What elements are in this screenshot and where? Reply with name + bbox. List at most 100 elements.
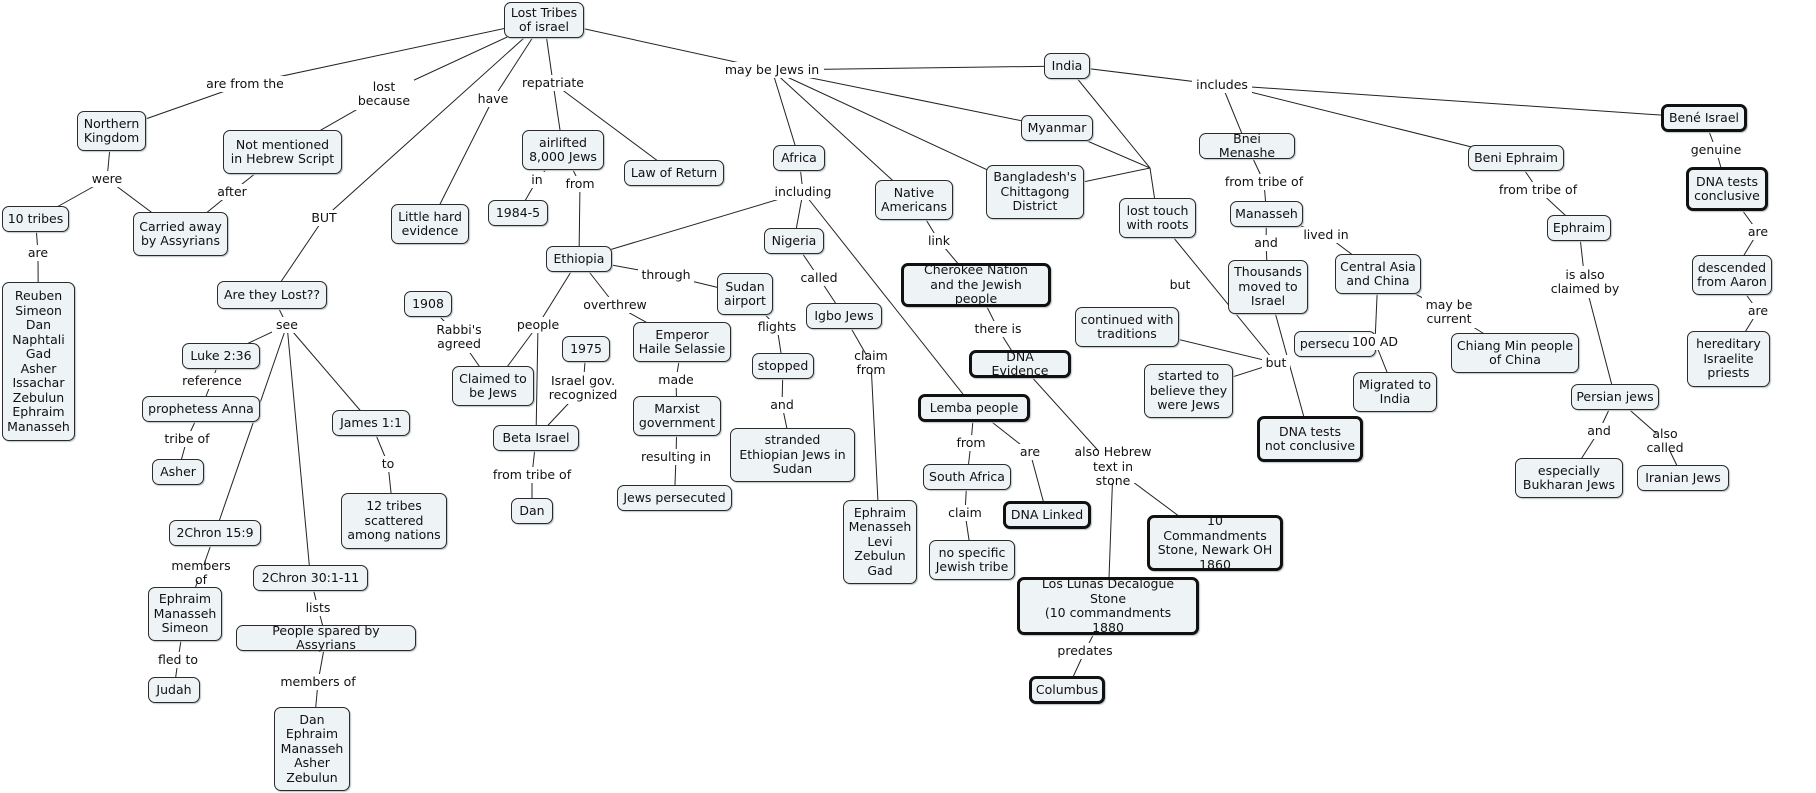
label-also-hebrew-text: also Hebrew text in stone — [1072, 445, 1154, 488]
node-airlifted: airlifted 8,000 Jews — [522, 130, 604, 170]
label-includes: includes — [1192, 77, 1252, 93]
node-lost-touch: lost touch with roots — [1119, 198, 1196, 238]
node-native-americans: Native Americans — [875, 180, 953, 220]
node-ems: Ephraim Manasseh Simeon — [148, 587, 222, 641]
node-marxist: Marxist government — [633, 396, 721, 436]
label-predates: predates — [1054, 643, 1116, 659]
node-ephraim: Ephraim — [1547, 215, 1611, 241]
link-l_including-ethiopia — [578, 191, 804, 260]
node-luke: Luke 2:36 — [182, 343, 260, 369]
node-10-tribes: 10 tribes — [2, 206, 69, 232]
node-dan: Dan — [511, 498, 553, 524]
node-dna-conclusive: DNA tests conclusive — [1686, 167, 1768, 211]
node-emperor: Emperor Haile Selassie — [633, 322, 731, 362]
node-dna-not-conclusive: DNA tests not conclusive — [1257, 416, 1363, 462]
link-l_including-lemba — [802, 191, 975, 409]
node-descended: descended from Aaron — [1692, 255, 1772, 295]
node-dna-linked: DNA Linked — [1003, 501, 1091, 529]
node-1908: 1908 — [404, 291, 452, 317]
label-see: see — [272, 317, 302, 333]
link-lost-l_arefrom — [244, 19, 545, 85]
label-to: to — [377, 456, 399, 472]
label-including: including — [772, 184, 834, 200]
node-emlzg: Ephraim Menasseh Levi Zebulun Gad — [843, 500, 917, 584]
link-l_see-chron30 — [286, 324, 311, 579]
label-also-called: also called — [1630, 426, 1700, 455]
label-overthrew: overthrew — [581, 297, 649, 313]
label-from-tribe-of: from tribe of — [1495, 182, 1581, 198]
node-law-of-return: Law of Return — [624, 160, 724, 186]
link-l_see-chron15 — [214, 324, 288, 534]
label-but: BUT — [306, 210, 342, 226]
node-12-tribes: 12 tribes scattered among nations — [341, 493, 447, 549]
node-tribe-list: Reuben Simeon Dan Naphtali Gad Asher Iss… — [2, 282, 75, 441]
label-through: through — [638, 267, 694, 283]
node-bnei-menashe: Bnei Menashe — [1199, 131, 1295, 160]
node-myanmar: Myanmar — [1021, 115, 1093, 141]
label-lived-in: lived in — [1301, 227, 1351, 243]
label-rabbis-agreed: Rabbi's agreed — [431, 321, 487, 353]
label-claim: claim — [946, 505, 984, 521]
node-carried-away: Carried away by Assyrians — [133, 212, 228, 256]
label-people: people — [515, 316, 561, 333]
node-chiang-min: Chiang Min people of China — [1451, 333, 1579, 373]
label-but: but — [1262, 355, 1290, 371]
label-100-ad: 100 AD — [1349, 334, 1401, 350]
node-stopped: stopped — [752, 353, 814, 379]
node-2chron-15: 2Chron 15:9 — [169, 520, 261, 546]
label-lists: lists — [300, 600, 336, 616]
label-have: have — [471, 91, 515, 107]
node-south-africa: South Africa — [923, 464, 1011, 490]
link-l_includes-beniephraim — [1221, 84, 1517, 159]
label-and: and — [1250, 235, 1282, 251]
node-los-lunas: Los Lunas Decalogue Stone (10 commandmen… — [1017, 576, 1199, 635]
link-l_maybejews-native — [771, 69, 915, 201]
node-igbo-jews: Igbo Jews — [806, 303, 882, 329]
label-tribe-of: tribe of — [159, 431, 215, 447]
node-central-asia: Central Asia and China — [1335, 254, 1421, 294]
label-fled-to: fled to — [153, 652, 203, 668]
node-not-mentioned: Not mentioned in Hebrew Script — [223, 130, 342, 174]
label-from-tribe-of: from tribe of — [1222, 174, 1306, 190]
label-were: were — [88, 171, 126, 187]
node-2chron-30: 2Chron 30:1-11 — [253, 565, 368, 591]
label-in: in — [527, 172, 547, 188]
label-link: link — [924, 233, 954, 249]
node-1984: 1984-5 — [488, 200, 548, 226]
label-from-tribe-of: from tribe of — [487, 467, 577, 483]
label-members-of: members of — [162, 558, 240, 587]
link-dnaev-l_alsohebrew — [1019, 363, 1114, 468]
label-members-of: members of — [278, 674, 358, 690]
label-resulting-in: resulting in — [638, 449, 714, 465]
label-are: are — [24, 245, 52, 261]
node-james: James 1:1 — [332, 410, 410, 436]
link-l_have-little — [429, 98, 494, 225]
node-lost-tribes: Lost Tribes of israel — [504, 2, 584, 38]
label-reference: reference — [180, 373, 244, 389]
link-l_people-beta — [535, 324, 539, 439]
node-claimed-jews: Claimed to be Jews — [452, 366, 534, 406]
label-after: after — [212, 184, 252, 200]
node-1975: 1975 — [562, 336, 610, 362]
label-are-from-the: are from the — [200, 76, 290, 92]
node-cherokee: Cherokee Nation and the Jewish people — [901, 263, 1051, 307]
node-little-evidence: Little hard evidence — [391, 204, 469, 244]
label-lost-because: lost because — [354, 78, 414, 110]
node-10-commandments: 10 Commandments Stone, Newark OH 1860 — [1147, 513, 1283, 571]
label-repatriate: repatriate — [516, 75, 590, 91]
node-hereditary: hereditary Israelite priests — [1687, 331, 1770, 387]
label-may-be-current: may be current — [1422, 296, 1476, 328]
link-l_repatriate-lawreturn — [552, 82, 675, 174]
node-people-spared: People spared by Assyrians — [236, 623, 416, 652]
node-continued: continued with traditions — [1075, 307, 1179, 347]
label-israel-gov-recognized: Israel gov. recognized — [545, 372, 621, 404]
node-migrated: Migrated to India — [1353, 372, 1437, 412]
link-l_isalso-persian — [1584, 281, 1616, 398]
node-asher: Asher — [152, 459, 204, 485]
node-stranded: stranded Ethiopian Jews in Sudan — [730, 428, 855, 482]
label-may-be-jews-in: may be Jews in — [720, 62, 824, 78]
label-there-is: there is — [970, 321, 1026, 337]
node-africa: Africa — [773, 145, 825, 171]
node-are-they-lost: Are they Lost?? — [217, 281, 327, 309]
